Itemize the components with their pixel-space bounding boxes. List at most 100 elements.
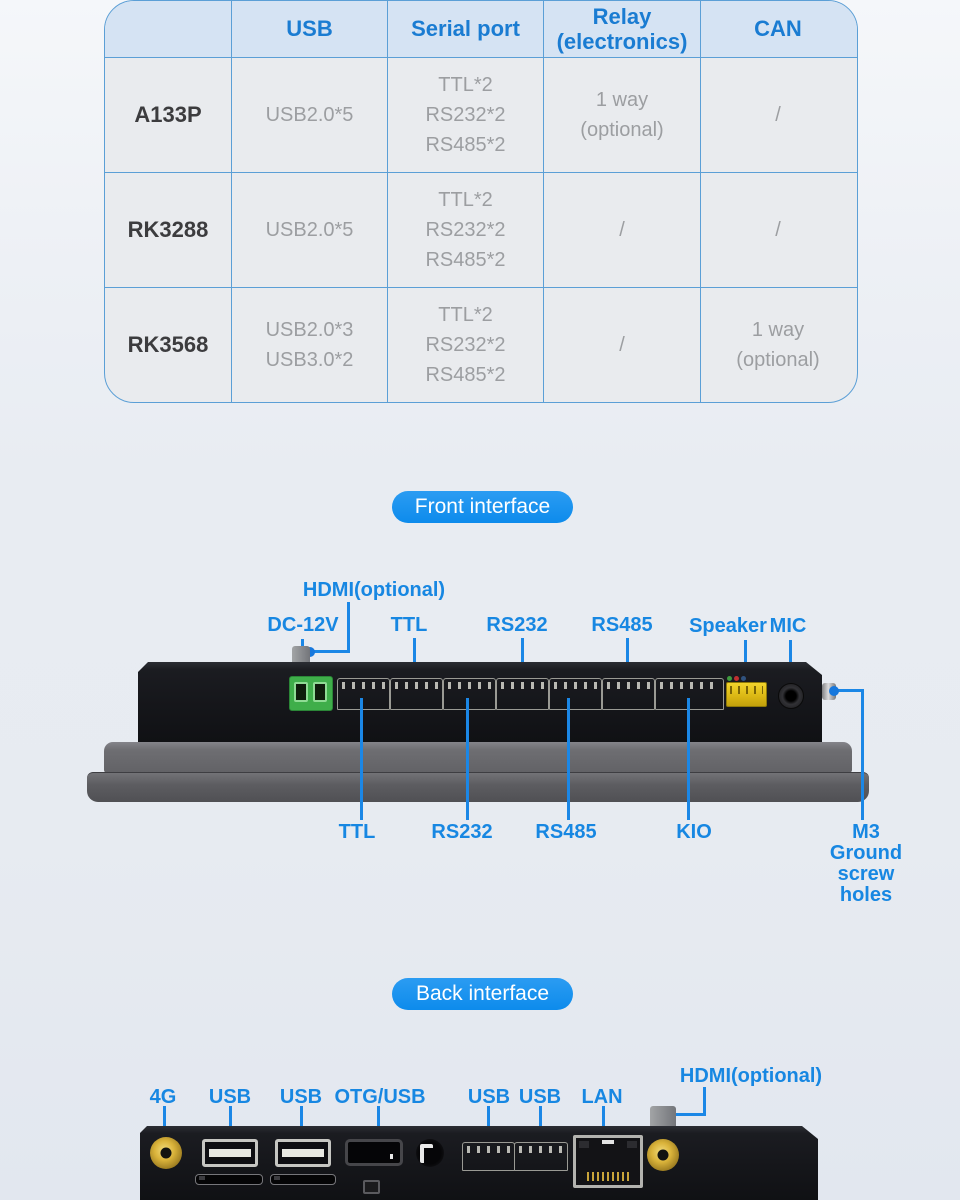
antenna-socket <box>160 1147 172 1159</box>
port-clip <box>602 1140 614 1144</box>
lan-port <box>573 1135 643 1188</box>
wafer-connector-rs485 <box>549 678 602 710</box>
speaker-wire <box>727 676 732 681</box>
leader-line <box>360 698 363 820</box>
header-relay: Relay (electronics) <box>543 1 700 57</box>
label-usb-4: USB <box>518 1086 562 1108</box>
terminal-socket <box>294 682 308 702</box>
leader-line <box>687 698 690 820</box>
dc-terminal-block <box>289 676 333 711</box>
usb-value: USB2.0*3 USB3.0*2 <box>231 288 387 402</box>
wafer-connector-rs232 <box>496 678 549 710</box>
label-otg-usb: OTG/USB <box>334 1086 426 1108</box>
serial-value: TTL*2 RS232*2 RS485*2 <box>387 288 543 402</box>
leader-line <box>861 689 864 820</box>
connector-pins <box>519 1146 563 1153</box>
speaker-wire <box>741 676 746 681</box>
label-lan: LAN <box>581 1086 623 1108</box>
connector-pins <box>448 682 491 689</box>
wafer-connector-rs232 <box>443 678 496 710</box>
label-kio: KIO <box>676 821 712 843</box>
serial-value: TTL*2 RS232*2 RS485*2 <box>387 173 543 287</box>
spec-table: USB Serial port Relay (electronics) CAN … <box>104 0 858 403</box>
speaker-connector <box>726 682 767 707</box>
wifi-antenna-connector <box>647 1139 679 1171</box>
speaker-wire <box>734 676 739 681</box>
header-can: CAN <box>700 1 855 57</box>
tf-card-slot <box>270 1174 336 1185</box>
hdmi-connector-stub <box>292 646 310 664</box>
mic-jack <box>778 683 804 709</box>
usb-value: USB2.0*5 <box>231 58 387 172</box>
reset-hole <box>363 1180 380 1194</box>
label-4g: 4G <box>149 1086 177 1108</box>
relay-value: 1 way (optional) <box>543 58 700 172</box>
label-usb-2: USB <box>279 1086 323 1108</box>
terminal-socket <box>313 682 327 702</box>
wafer-connector-usb <box>514 1142 568 1171</box>
connector-pins <box>660 682 719 689</box>
label-usb-3: USB <box>467 1086 511 1108</box>
table-row: RK3568 USB2.0*3 USB3.0*2 TTL*2 RS232*2 R… <box>105 287 857 402</box>
label-usb-1: USB <box>208 1086 252 1108</box>
model-name: RK3288 <box>127 217 209 242</box>
connector-pins <box>607 682 650 689</box>
leader-line <box>703 1087 706 1116</box>
4g-antenna-connector <box>150 1137 182 1169</box>
leader-line <box>836 689 864 692</box>
slot-notch <box>199 1176 205 1180</box>
usb-value: USB2.0*5 <box>231 173 387 287</box>
front-panel-body <box>138 662 822 742</box>
slot-notch <box>274 1176 280 1180</box>
label-rs232-bottom: RS232 <box>431 821 493 843</box>
wafer-connector-ttl <box>390 678 443 710</box>
leader-line <box>666 1113 706 1116</box>
label-hdmi-optional-back: HDMI(optional) <box>679 1065 823 1087</box>
antenna-socket <box>657 1149 669 1161</box>
sim-card-slot <box>195 1174 263 1185</box>
wafer-connector-usb <box>462 1142 515 1171</box>
port-mark <box>390 1154 393 1159</box>
leader-line <box>311 650 350 653</box>
connector-pins <box>467 1146 510 1153</box>
usb-a-port <box>275 1139 331 1167</box>
connector-pins <box>395 682 438 689</box>
label-dc-12v: DC-12V <box>267 614 339 636</box>
leader-line <box>466 698 469 820</box>
label-hdmi-optional: HDMI(optional) <box>302 579 446 601</box>
latch-hole <box>579 1141 589 1148</box>
serial-value: TTL*2 RS232*2 RS485*2 <box>387 58 543 172</box>
otg-usb-port <box>345 1139 403 1166</box>
label-rs232-top: RS232 <box>486 614 548 636</box>
connector-pins <box>730 686 763 694</box>
leader-dot <box>829 686 839 696</box>
wafer-connector-ttl <box>337 678 390 710</box>
leader-dot <box>305 647 315 657</box>
round-connector <box>416 1139 444 1167</box>
leader-line <box>347 602 350 653</box>
panel-bezel-upper <box>104 742 852 773</box>
panel-bezel-lower <box>87 772 869 802</box>
model-name: RK3568 <box>127 332 209 357</box>
can-value: / <box>700 58 855 172</box>
table-row: RK3288 USB2.0*5 TTL*2 RS232*2 RS485*2 / … <box>105 172 857 287</box>
label-ttl-top: TTL <box>390 614 428 636</box>
spec-table-header-row: USB Serial port Relay (electronics) CAN <box>105 1 857 57</box>
connector-pins <box>501 682 544 689</box>
table-row: A133P USB2.0*5 TTL*2 RS232*2 RS485*2 1 w… <box>105 57 857 172</box>
can-value: / <box>700 173 855 287</box>
latch-hole <box>627 1141 637 1148</box>
label-rs485-top: RS485 <box>591 614 653 636</box>
hdmi-connector-stub-back <box>650 1106 676 1128</box>
connector-clamp <box>420 1144 433 1163</box>
label-rs485-bottom: RS485 <box>535 821 597 843</box>
connector-pins <box>554 682 597 689</box>
wafer-connector-rs485 <box>602 678 655 710</box>
relay-value: / <box>543 288 700 402</box>
label-ttl-bottom: TTL <box>338 821 376 843</box>
usb-a-port <box>202 1139 258 1167</box>
connector-pins <box>342 682 385 689</box>
leader-line <box>567 698 570 820</box>
header-serial-port: Serial port <box>387 1 543 57</box>
